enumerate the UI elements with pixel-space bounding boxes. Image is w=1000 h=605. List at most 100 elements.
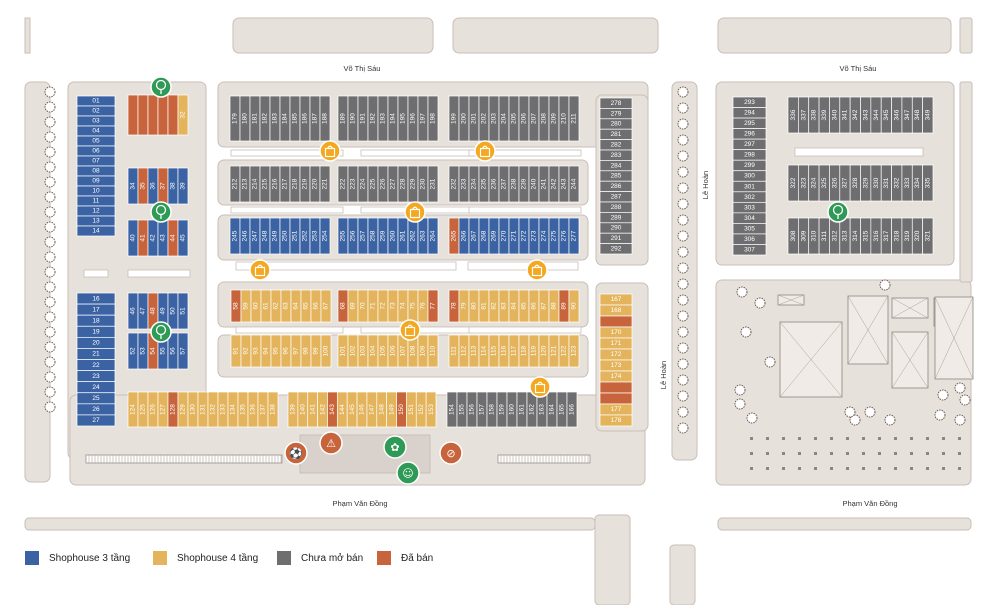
lot[interactable] [177,167,189,205]
lot-number: 168 [611,307,622,314]
lot-number: 140 [300,404,307,415]
lot-number: 187 [312,113,319,124]
street-tree [884,414,896,426]
lot-number: 256 [350,230,357,241]
lot[interactable] [167,94,179,136]
lot[interactable] [599,414,633,427]
lot[interactable] [177,292,189,330]
lot-number: 298 [744,152,755,159]
lot[interactable] [568,165,580,203]
lot[interactable] [922,217,934,255]
lot[interactable] [319,95,331,142]
lot-number: 197 [420,113,427,124]
lot[interactable] [267,391,279,428]
svg-text:✿: ✿ [390,441,399,454]
lot[interactable] [568,289,580,323]
lot[interactable] [76,414,116,427]
lot[interactable] [177,94,189,136]
lot[interactable] [76,225,116,237]
lot[interactable] [427,165,439,203]
no-basketball-icon[interactable]: ⊘ [439,441,463,465]
lot[interactable] [599,315,633,328]
lot-number: 80 [471,302,478,310]
tree-icon[interactable] [827,201,849,223]
lot[interactable] [922,164,934,202]
lot-number: 297 [744,141,755,148]
lot-number: 348 [914,109,921,120]
lot[interactable] [568,334,580,368]
lot[interactable] [427,217,439,255]
shopping-bag-icon[interactable] [404,201,426,223]
lot[interactable] [177,219,189,257]
lot[interactable] [427,334,439,368]
lot-number: 108 [410,345,417,356]
lot-number: 309 [800,230,807,241]
lot-number: 88 [551,302,558,310]
lot-number: 274 [541,230,548,241]
lot-number: 141 [309,404,316,415]
shopping-bag-icon[interactable] [474,140,496,162]
lot-number: 10 [92,188,100,195]
lot[interactable] [425,391,437,428]
shopping-bag-icon[interactable] [529,376,551,398]
lot[interactable] [732,244,767,256]
tree-icon[interactable] [150,321,172,343]
lot[interactable] [599,392,633,405]
shopping-bag-icon[interactable] [526,259,548,281]
lot-number: 21 [92,351,100,358]
lot[interactable] [922,96,934,134]
lot-number: 185 [292,113,299,124]
lot[interactable] [137,94,149,136]
lot-number: 133 [220,404,227,415]
lot-number: 14 [92,228,100,235]
lot[interactable] [320,289,332,323]
shopping-bag-icon[interactable] [249,259,271,281]
lot-number: 331 [883,177,890,188]
lot-number: 174 [611,373,622,380]
lot[interactable] [568,217,580,255]
lot-number: 229 [410,178,417,189]
lot-number: 69 [350,302,357,310]
lot-number: 238 [511,178,518,189]
lot[interactable] [599,381,633,394]
lot-number: 306 [744,236,755,243]
lot[interactable] [147,94,159,136]
icons-layer: ⚽ ⚠ ✿ ☺ ⊘ [150,76,849,485]
football-field-icon[interactable]: ⚽ [284,441,308,465]
lot[interactable] [319,165,331,203]
lot-number: 252 [302,230,309,241]
lot-number: 344 [873,109,880,120]
lot[interactable] [319,217,331,255]
tree-icon[interactable] [150,201,172,223]
park-dot [814,452,817,455]
lot-number: 146 [359,404,366,415]
lot-number: 341 [842,109,849,120]
lot-number: 318 [893,230,900,241]
lot-number: 210 [561,113,568,124]
lot[interactable] [127,94,139,136]
park-dot [830,467,833,470]
lot[interactable] [568,95,580,142]
lot[interactable] [320,334,332,368]
lot[interactable] [427,95,439,142]
lot-number: 147 [369,404,376,415]
lot-number: 198 [430,113,437,124]
svg-text:⚽: ⚽ [288,447,303,460]
meditation-icon[interactable]: ☺ [396,461,420,485]
shopping-bag-icon[interactable] [319,140,341,162]
playground-icon[interactable]: ⚠ [319,431,343,455]
street-tree [677,102,689,114]
lot[interactable] [177,332,189,370]
tree-icon[interactable] [150,76,172,98]
lotus-icon[interactable]: ✿ [383,435,407,459]
lot-number: 09 [92,178,100,185]
lot[interactable] [566,391,578,428]
lot-number: 150 [398,404,405,415]
roof-line [934,296,974,380]
shopping-bag-icon[interactable] [399,319,421,341]
lot[interactable] [427,289,439,323]
lot[interactable] [157,94,169,136]
lot-number: 246 [242,230,249,241]
lot[interactable] [599,243,633,255]
lot-number: 12 [92,208,100,215]
